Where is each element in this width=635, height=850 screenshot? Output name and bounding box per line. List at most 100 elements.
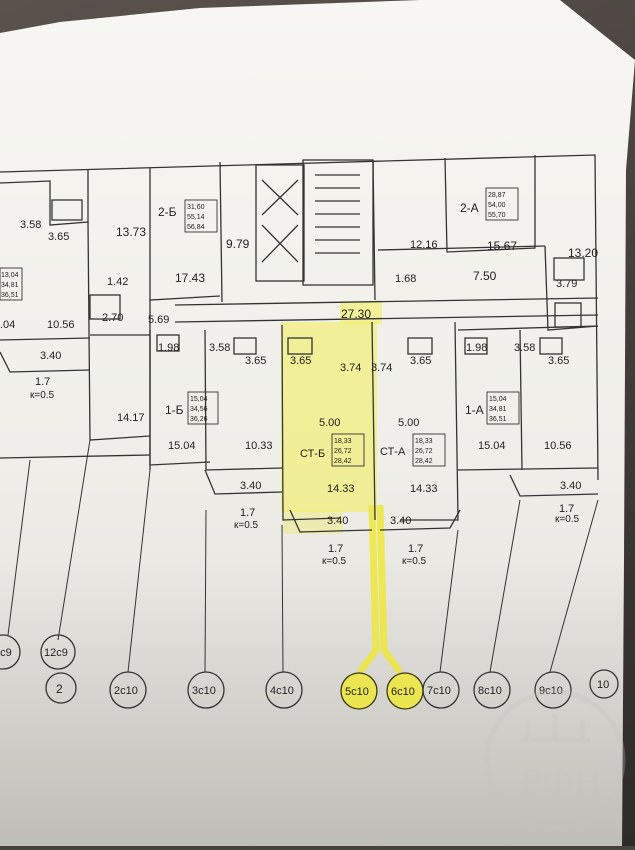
area-label: к=0.5	[30, 390, 55, 401]
watermark-text: РФН	[520, 759, 602, 804]
area-label: 15.67	[487, 239, 517, 253]
room-area-labels: 3.58 3.65 13.73 2-Б 9.79 12.16 2-А 15.67…	[0, 201, 598, 567]
area-label: 1.7	[240, 507, 255, 519]
area-label: 1.7	[559, 503, 574, 515]
table-value: 36,51	[489, 416, 507, 423]
apartment-name: 2-А	[460, 201, 479, 215]
axis-lines	[7, 439, 599, 673]
axis-label: 2с9	[0, 647, 12, 659]
area-label: 14.17	[117, 412, 145, 424]
axis-label: 6с10	[391, 686, 415, 698]
area-label: 3.65	[48, 231, 69, 243]
table-value: 34,81	[1, 282, 19, 289]
table-value: 18,33	[415, 438, 433, 445]
table-value: 55,14	[187, 214, 205, 221]
axis-label: 8с10	[478, 685, 502, 697]
axis-label: 5с10	[345, 686, 369, 698]
area-label: 13.20	[568, 246, 598, 260]
axis-bubbles	[0, 634, 619, 710]
area-label: 3.40	[40, 350, 61, 362]
area-label: 2.70	[102, 312, 123, 324]
area-label: .04	[0, 319, 15, 331]
area-label: 3.65	[245, 355, 266, 367]
area-label: 3.40	[560, 480, 581, 492]
table-value: 15,04	[190, 396, 208, 403]
table-value: 18,33	[334, 438, 352, 445]
area-label: 7.50	[473, 269, 497, 283]
table-value: 26,72	[415, 448, 433, 455]
area-label: к=0.5	[234, 520, 259, 531]
apartment-name: 2-Б	[158, 205, 177, 219]
area-label: 12.16	[410, 239, 438, 251]
table-value: 34,56	[190, 406, 208, 413]
area-label: 1.7	[408, 543, 423, 555]
area-label: 3.58	[209, 342, 230, 354]
axis-label: 2с10	[114, 685, 138, 697]
area-label: 3.79	[556, 278, 577, 290]
table-value: 55,70	[488, 212, 506, 219]
area-label: к=0.5	[402, 556, 427, 567]
area-tables	[0, 187, 520, 467]
area-label: 14.33	[327, 483, 355, 495]
area-table-values: 31,60 55,14 56,84 28,87 54,00 55,70 13,0…	[1, 192, 507, 465]
axis-labels: 2с9 12с9 2 2с10 3с10 4с10 5с10 6с10 7с10…	[0, 647, 609, 698]
table-value: 28,42	[415, 458, 433, 465]
area-label: 3.40	[240, 480, 261, 492]
axis-label: 2	[56, 682, 63, 696]
area-label: 1.98	[466, 342, 487, 354]
axis-label: 12с9	[44, 647, 68, 659]
apartment-name: СТ-Б	[300, 448, 325, 460]
area-label: к=0.5	[322, 556, 347, 567]
area-label: 1.42	[107, 276, 128, 288]
area-label: 3.65	[410, 355, 431, 367]
apartment-name: СТ-А	[380, 446, 406, 458]
area-label: 5.69	[148, 314, 169, 326]
area-label: 5.00	[319, 417, 340, 429]
table-value: 54,00	[488, 202, 506, 209]
table-value: 36,26	[190, 416, 208, 423]
floor-plan-walls	[0, 154, 599, 533]
area-label: 3.65	[548, 355, 569, 367]
table-value: 36,51	[1, 292, 19, 299]
table-value: 28,42	[334, 458, 352, 465]
area-label: 5.00	[398, 417, 419, 429]
area-label: 3.40	[390, 515, 411, 527]
axis-label: 7с10	[427, 685, 451, 697]
apartment-name: 1-А	[465, 403, 484, 417]
area-label: 15.04	[478, 440, 506, 452]
area-label: 1.98	[158, 342, 179, 354]
area-label: 3.74	[340, 362, 361, 374]
table-value: 56,84	[187, 224, 205, 231]
area-label: 10.33	[245, 440, 273, 452]
axis-label: 10	[597, 679, 609, 691]
area-label: 15.04	[168, 440, 196, 452]
area-label: 3.58	[514, 342, 535, 354]
axis-label: 9с10	[539, 685, 563, 697]
table-value: 31,60	[187, 204, 205, 211]
area-label: 10.56	[544, 440, 572, 452]
area-label: 9.79	[226, 237, 250, 251]
area-label: 1.68	[395, 273, 416, 285]
area-label: 17.43	[175, 271, 205, 285]
area-label: 10.56	[47, 319, 75, 331]
table-value: 28,87	[488, 192, 506, 199]
table-value: 15,04	[489, 396, 507, 403]
area-label: 3.58	[20, 219, 41, 231]
area-label: 13.73	[116, 225, 146, 239]
area-label: 3.74	[371, 362, 392, 374]
axis-label: 3с10	[192, 685, 216, 697]
area-label: 1.7	[35, 376, 50, 388]
area-label: 3.65	[290, 355, 311, 367]
table-value: 26,72	[334, 448, 352, 455]
apartment-name: 1-Б	[165, 403, 184, 417]
area-label: 3.40	[327, 515, 348, 527]
area-label: 1.7	[328, 543, 343, 555]
area-label: 14.33	[410, 483, 438, 495]
axis-label: 4с10	[270, 685, 294, 697]
area-label: к=0.5	[555, 514, 580, 525]
watermark-logo: РФН	[484, 689, 626, 831]
area-label: 27.30	[341, 307, 371, 321]
table-value: 13,04	[1, 272, 19, 279]
